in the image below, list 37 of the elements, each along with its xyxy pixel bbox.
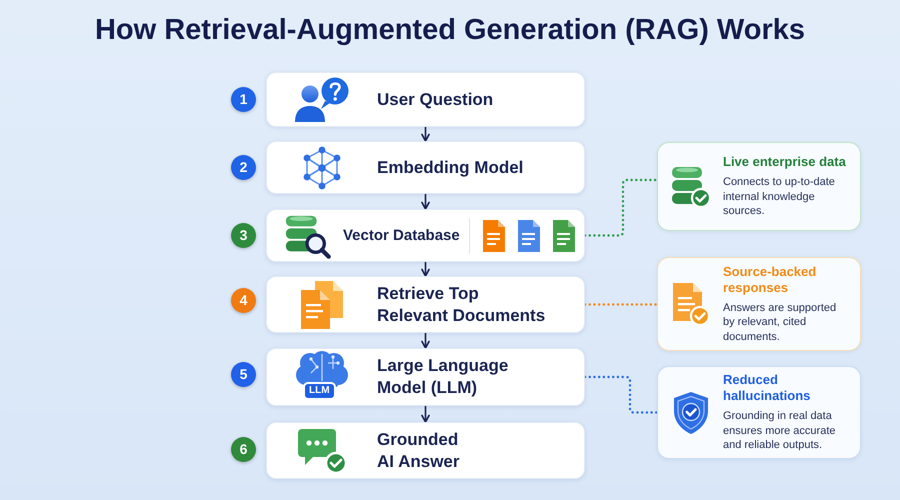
step-number: 5 xyxy=(231,362,256,387)
process-step-box xyxy=(266,141,585,194)
step-label: Grounded AI Answer xyxy=(377,428,461,472)
card-heading: Source-backed responses xyxy=(723,264,818,296)
badge: LLM xyxy=(303,382,336,400)
step-number: 6 xyxy=(231,437,256,462)
arrow xyxy=(421,261,430,277)
step-label: Vector Database xyxy=(343,226,461,246)
step-label: Embedding Model xyxy=(377,156,524,178)
card-heading: Reduced hallucinations xyxy=(723,372,812,404)
step-label: Large Language Model (LLM) xyxy=(377,355,510,399)
card-heading: Live enterprise data xyxy=(723,154,847,170)
step-label: Retrieve Top Relevant Documents xyxy=(377,282,546,326)
step-number: 1 xyxy=(231,87,256,112)
process-step-box xyxy=(266,276,585,333)
dotted-connector xyxy=(584,303,658,306)
card-description: Answers are supported by relevant, cited documents. xyxy=(723,300,838,344)
process-step-box xyxy=(266,72,585,127)
step-label: User Question xyxy=(377,88,494,110)
process-step-box xyxy=(266,209,585,262)
process-step-box xyxy=(266,422,585,479)
card-description: Connects to up-to-date internal knowledge sources. xyxy=(723,175,836,219)
dotted-connector xyxy=(584,376,658,414)
step-number: 2 xyxy=(231,155,256,180)
arrow xyxy=(421,405,430,423)
arrow xyxy=(421,126,430,142)
process-step-box xyxy=(266,348,585,406)
dotted-connector xyxy=(584,178,658,237)
title: How Retrieval-Augmented Generation (RAG) Works xyxy=(94,13,806,48)
arrow xyxy=(421,332,430,349)
benefit-card xyxy=(657,257,861,351)
step-number: 4 xyxy=(231,288,256,313)
benefit-card xyxy=(657,142,861,231)
arrow xyxy=(421,193,430,210)
step-number: 3 xyxy=(231,223,256,248)
benefit-card xyxy=(657,366,861,459)
card-description: Grounding in real data ensures more accurate and reliable outputs. xyxy=(723,409,836,453)
